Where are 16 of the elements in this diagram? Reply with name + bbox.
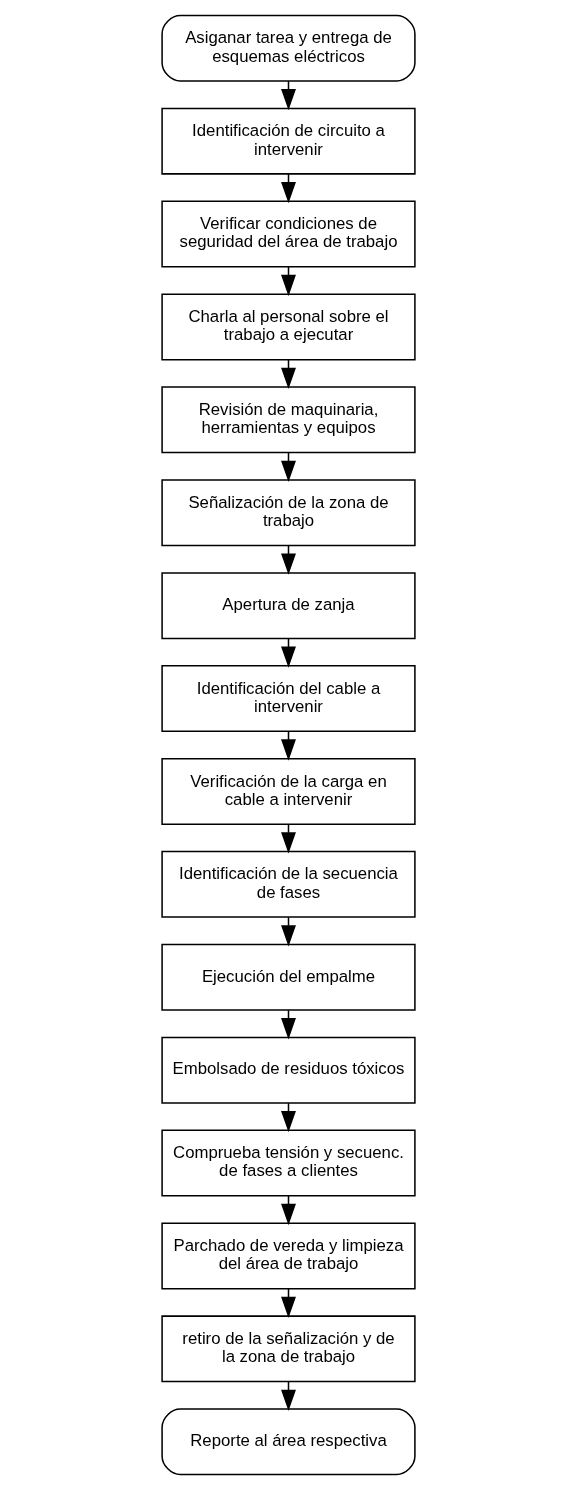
- node-box: Parchado de vereda y limpieza del área de trabajo: [161, 1222, 416, 1290]
- node-box: Identificación del cable a intervenir: [161, 665, 416, 733]
- node-box: Verificación de la carga en cable a intervenir: [161, 757, 416, 825]
- node-box: Ejecución del empalme: [161, 943, 416, 1011]
- node-box: Identificación de circuito a intervenir: [161, 107, 416, 175]
- node-box: Apertura de zanja: [161, 572, 416, 640]
- node-box: Embolsado de residuos tóxicos: [161, 1036, 416, 1104]
- node-box: Señalización de la zona de trabajo: [161, 479, 416, 547]
- node-box: Reporte al área respectiva: [161, 1408, 416, 1476]
- node-box: Charla al personal sobre el trabajo a ejecutar: [161, 293, 416, 361]
- node-box: Identificación de la secuencia de fases: [161, 850, 416, 918]
- node-box: retiro de la señalización y de la zona de trabajo: [161, 1315, 416, 1383]
- node-box: Comprueba tensión y secuenc. de fases a clientes: [161, 1129, 416, 1197]
- node-box: Asiganar tarea y entrega de esquemas eléctricos: [161, 14, 416, 82]
- node-box: Revisión de maquinaria, herramientas y equipos: [161, 386, 416, 454]
- node-box: Verificar condiciones de seguridad del área de trabajo: [161, 200, 416, 268]
